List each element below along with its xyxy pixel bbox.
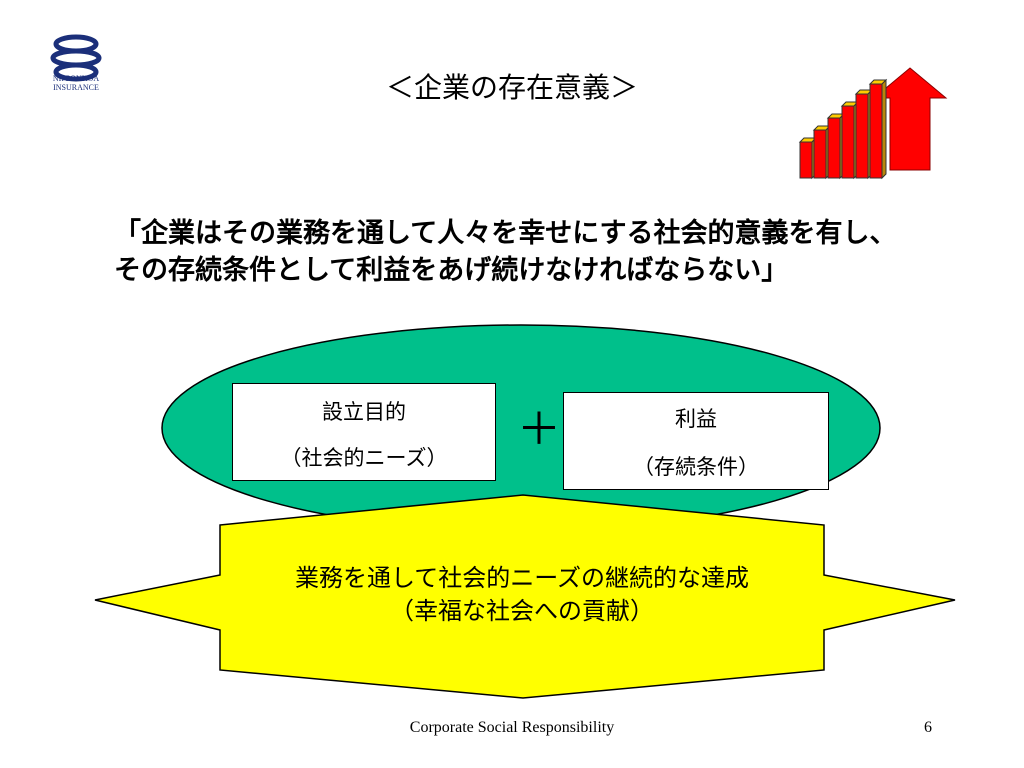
result-burst-shape [94,494,956,699]
growth-arrow-icon [798,67,948,180]
logo-text: NIPPONKOA INSURANCE [52,74,100,92]
mission-statement: 「企業はその業務を通して人々を幸せにする社会的意義を有し、その存続条件として利益… [114,218,897,286]
purpose-box: 設立目的 （社会的ニーズ） [232,383,496,481]
plus-sign: ＋ [517,404,561,455]
profit-title: 利益 [675,407,717,431]
slide-title: ＜企業の存在意義＞ [385,71,638,104]
result-text: 業務を通して社会的ニーズの継続的な達成 （幸福な社会への貢献） [220,562,824,628]
purpose-title: 設立目的 [322,400,406,424]
purpose-subtitle: （社会的ニーズ） [280,446,448,470]
footer-text: Corporate Social Responsibility [409,719,615,736]
result-line-1: 業務を通して社会的ニーズの継続的な達成 [294,564,750,592]
company-logo-icon [50,34,102,82]
result-line-2: （幸福な社会への貢献） [390,597,654,625]
page-number: 6 [924,719,932,736]
profit-box: 利益 （存続条件） [563,392,829,490]
profit-subtitle: （存続条件） [633,455,759,479]
